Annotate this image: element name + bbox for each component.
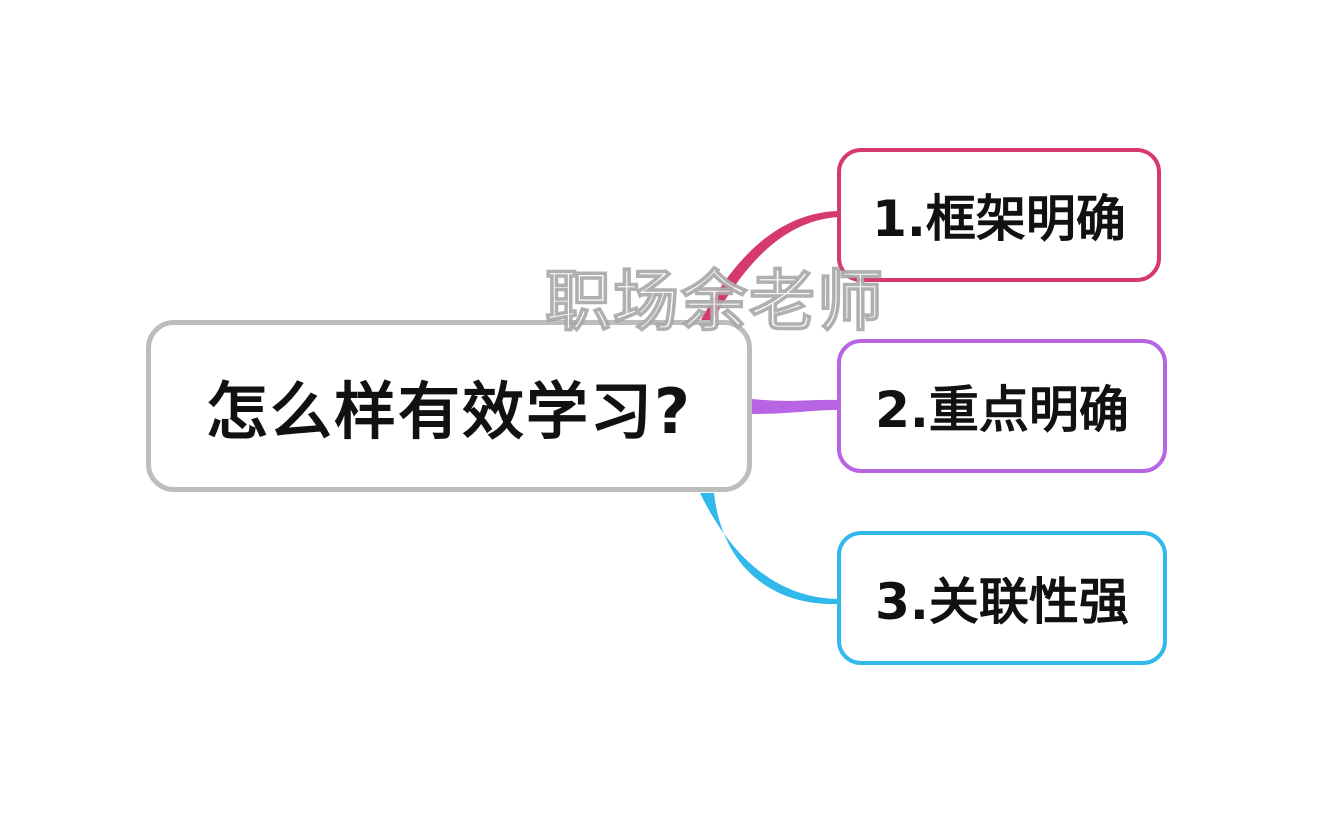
branch-node-3-label: 3.关联性强 [875,573,1129,631]
branch-node-3[interactable]: 3.关联性强 [837,531,1167,665]
branch-node-1[interactable]: 1.框架明确 [837,148,1161,282]
branch-node-1-label: 1.框架明确 [872,190,1126,248]
central-topic-label: 怎么样有效学习? [206,375,692,448]
branch-node-2[interactable]: 2.重点明确 [837,339,1167,473]
connector-branch-3 [700,493,838,605]
connector-branch-1 [700,211,838,322]
connector-branch-2 [752,399,838,414]
branch-node-2-label: 2.重点明确 [875,381,1129,439]
central-topic[interactable]: 怎么样有效学习? [146,320,752,492]
